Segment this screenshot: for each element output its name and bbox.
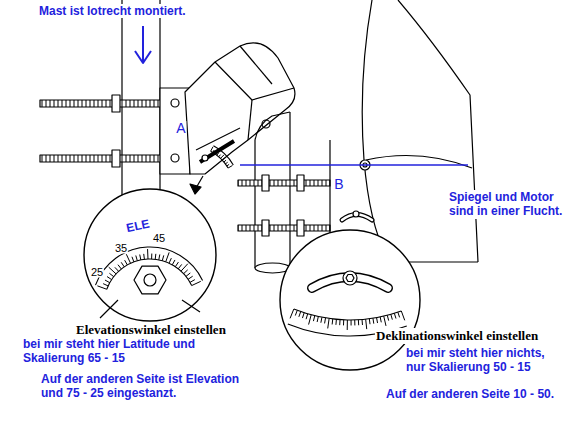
scale-tick [172,260,175,265]
scale-tick [181,264,188,271]
scale-tick [155,254,157,259]
scale-tick [394,313,396,318]
scale-tick [295,310,297,315]
scale-tick [115,267,119,271]
scale-arc [294,309,401,320]
alignment-line [240,164,468,166]
scale-tick [306,314,308,319]
scale-tick [343,320,344,325]
scale-tick [178,264,181,268]
scale-tick [369,319,371,324]
scale-tick [362,320,363,325]
heading: Deklinationswinkel einstellen [375,328,539,344]
scale-tick [351,320,352,325]
scale-tick [132,257,134,262]
scale-tick [347,320,348,330]
scale-tick [328,319,329,329]
scale-tick [136,255,138,260]
scale-number: 25 [90,267,104,278]
motor-tube [255,112,290,273]
scale-tick [313,316,314,321]
scale-tick [398,312,400,317]
scale-tick [339,320,340,325]
scale-tick [302,313,304,318]
scale-tick [384,316,386,326]
scale-tick [380,317,381,322]
scale-tick [376,318,378,323]
scale-tick [211,147,213,151]
scale-tick [387,315,388,320]
pointer-arrow [190,176,203,194]
scale-tick [221,155,224,159]
scale-tick [162,255,163,260]
scale-tick [143,254,145,259]
note: Auf der anderen Seite ist Elevation und … [40,372,250,401]
scale-tick [309,315,312,325]
part-letter: A [175,121,186,135]
scale-tick [317,317,318,322]
scale-tick [109,267,116,274]
scale-tick [324,318,326,323]
scale-arc [213,146,233,165]
scale-tick [140,255,141,260]
magnifier-declination [280,230,420,370]
declination-bolt [238,175,330,236]
scale-tick [366,319,367,329]
note: bei mir steht hier Latitude und Skalieru… [22,337,214,366]
scale-tick [147,249,148,259]
note: bei mir steht hier nichts, nur Skalierun… [405,346,557,375]
scale-tick [188,276,193,279]
scale-tick [169,258,171,263]
scale-label: ELE [124,216,152,235]
scale-tick [228,166,232,169]
scale-tick [186,273,190,276]
scale-tick [321,317,322,322]
scale-number: 45 [152,233,166,244]
scale-tick [401,311,404,320]
scale-arc [107,259,192,289]
scale-tick [175,262,178,267]
scale-tick [125,260,128,265]
heading: Elevationswinkel einstellen [75,322,227,338]
scale-tick [151,254,152,259]
scale-tick [121,262,124,267]
note: Auf der anderen Seite 10 - 50. [385,387,555,401]
note: Spiegel und Motor sind in einer Flucht. [448,190,572,219]
scale-arc [211,151,228,168]
note: Mast ist lotrecht montiert. [38,4,187,18]
scale-tick [97,286,106,289]
scale-tick [335,319,336,324]
elevation-scale [95,247,202,289]
magnifier-elevation [84,189,216,321]
scale-tick [190,280,195,283]
scale-tick [107,277,112,280]
scale-tick [290,309,294,318]
scale-tick [118,265,121,269]
scale-tick [159,254,160,259]
scale-tick [192,281,201,285]
scale-tick [354,320,355,325]
scale-tick [391,314,392,319]
scale-tick [105,280,110,283]
scale-tick [332,319,334,324]
scale-tick [109,273,113,276]
part-letter: B [333,177,344,191]
scale-arc [95,247,202,285]
scale-number: 35 [114,243,128,254]
plumb-arrow [135,26,151,63]
scale-tick [103,284,108,286]
scale-tick [166,252,169,261]
scale-tick [126,254,130,263]
scale-tick [372,318,374,323]
motor-head [185,43,295,174]
scale-tick [299,312,301,317]
scale-tick [358,320,359,325]
elevation-scale [211,146,234,168]
scale-tick [184,270,188,274]
dish-bracket [330,0,478,262]
